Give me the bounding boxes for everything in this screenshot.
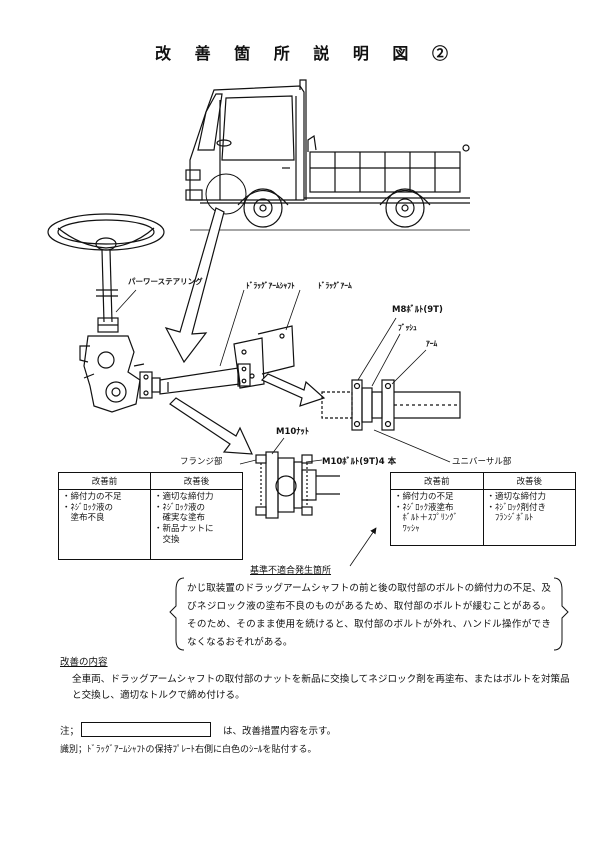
left-comparison-table: 改善前 改善後 ・締付力の不足 ・ﾈｼﾞﾛｯｸ液の 塗布不良 ・適切な締付力 ・… [58, 472, 243, 560]
truck-drawing [185, 79, 470, 231]
list-item: ・ﾈｼﾞﾛｯｸ液の [154, 502, 206, 513]
right-after-cell: ・適切な締付力 ・ﾈｼﾞﾛｯｸ剤付き ﾌﾗﾝｼﾞﾎﾞﾙﾄ [482, 489, 576, 546]
right-after-header: 改善後 [482, 472, 576, 490]
list-item: ・適切な締付力 [486, 492, 547, 502]
list-item: ・締付力の不足 [394, 492, 454, 502]
legend-note: 注； は、改善措置内容を示す。 [60, 722, 336, 737]
list-item: ﾌﾗﾝｼﾞﾎﾞﾙﾄ [486, 513, 534, 524]
nonconformity-label: 基準不適合発生箇所 [250, 566, 332, 576]
left-before-cell: ・締付力の不足 ・ﾈｼﾞﾛｯｸ液の 塗布不良 [58, 489, 151, 560]
identification-note: 識別；ﾄﾞﾗｯｸﾞｱｰﾑｼｬﾌﾄの保持ﾌﾟﾚｰﾄ右側に白色のｼｰﾙを貼付する。 [60, 745, 317, 755]
flange-detail [255, 451, 340, 519]
leader-lines [115, 289, 451, 567]
improvement-title: 改善の内容 [60, 657, 108, 668]
list-item: 確実な塗布 [154, 513, 206, 524]
label-arm: ｱｰﾑ [426, 339, 438, 348]
label-m10-bolt: M10ﾎﾞﾙﾄ(9T)4 本 [322, 457, 397, 467]
list-item: ﾎﾞﾙﾄ＋ｽﾌﾟﾘﾝｸﾞ [394, 513, 458, 524]
legend-box [81, 722, 212, 737]
list-item: ・ﾈｼﾞﾛｯｸ液の [62, 502, 114, 513]
pointer-arrow-truck [164, 207, 225, 364]
note-prefix: 注； [60, 725, 80, 737]
left-after-header: 改善後 [150, 472, 243, 490]
nonconformity-description: かじ取装置のドラッグアームシャフトの前と後の取付部のボルトの締付力の不足、及びネ… [187, 583, 551, 648]
list-item: 交換 [154, 534, 180, 545]
page-title: 改 善 箇 所 説 明 図 ② [155, 44, 457, 63]
list-item: ﾜｯｼｬ [394, 523, 420, 534]
list-item: ・ﾈｼﾞﾛｯｸ液塗布 [394, 502, 454, 513]
universal-detail [321, 379, 461, 431]
list-item: ・新品ナットに [154, 523, 214, 534]
label-bush: ﾌﾞｯｼｭ [398, 323, 417, 332]
label-drag-arm-shaft: ﾄﾞﾗｯｸﾞｱｰﾑｼｬﾌﾄ [246, 281, 295, 290]
label-universal: ユニバーサル部 [452, 457, 512, 467]
list-item: ・締付力の不足 [62, 492, 122, 502]
label-drag-arm: ﾄﾞﾗｯｸﾞｱｰﾑ [318, 281, 352, 290]
label-flange: フランジ部 [180, 457, 223, 467]
right-before-header: 改善前 [390, 472, 484, 490]
pointer-arrow-universal [260, 373, 326, 407]
left-before-header: 改善前 [58, 472, 151, 490]
right-before-cell: ・締付力の不足 ・ﾈｼﾞﾛｯｸ液塗布 ﾎﾞﾙﾄ＋ｽﾌﾟﾘﾝｸﾞ ﾜｯｼｬ [390, 489, 484, 546]
list-item: ・適切な締付力 [154, 492, 214, 502]
label-m10-nut: M10ﾅｯﾄ [276, 427, 310, 437]
label-m8-bolt: M8ﾎﾞﾙﾄ(9T) [392, 305, 443, 315]
description-brackets [169, 577, 569, 651]
list-item: 塗布不良 [62, 513, 105, 524]
left-after-cell: ・適切な締付力 ・ﾈｼﾞﾛｯｸ液の 確実な塗布 ・新品ナットに 交換 [150, 489, 243, 560]
label-power-steering: パーワーステアリング [128, 277, 203, 286]
right-comparison-table: 改善前 改善後 ・締付力の不足 ・ﾈｼﾞﾛｯｸ液塗布 ﾎﾞﾙﾄ＋ｽﾌﾟﾘﾝｸﾞ … [390, 472, 576, 546]
pointer-arrow-flange [169, 397, 253, 455]
list-item: ・ﾈｼﾞﾛｯｸ剤付き [486, 502, 547, 513]
improvement-text: 全車両、ドラッグアームシャフトの取付部のナットを新品に交換してネジロック剤を再塗… [72, 674, 570, 701]
steering-assembly [47, 213, 295, 413]
note-suffix: は、改善措置内容を示す。 [223, 725, 337, 737]
